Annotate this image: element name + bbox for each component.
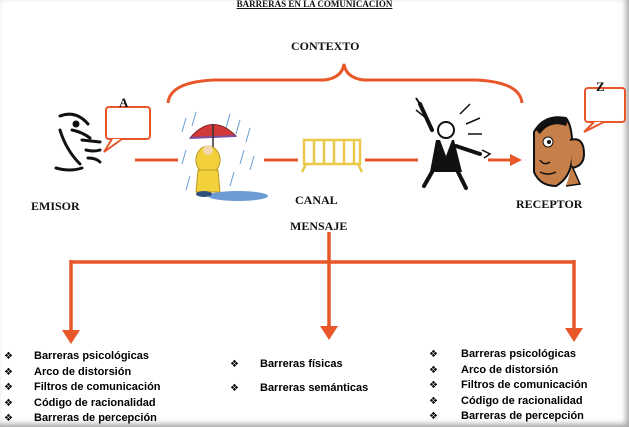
bullet-icon: ❖	[4, 366, 13, 378]
bullet-icon: ❖	[4, 413, 13, 424]
list-item-label: Barreras psicológicas	[34, 350, 149, 362]
speech-bubble-a-letter: A	[119, 95, 129, 110]
bullet-icon: ❖	[429, 364, 438, 376]
list-item-label: Código de racionalidad	[34, 396, 156, 409]
context-label: CONTEXTO	[291, 39, 360, 53]
context-brace	[166, 63, 524, 104]
listening-face-icon	[533, 116, 586, 188]
list-item-label: Filtros de comunicación	[34, 381, 161, 393]
list-item-label: Barreras semánticas	[260, 382, 369, 394]
list-item-label: Barreras físicas	[260, 358, 343, 370]
arrow-right	[565, 328, 583, 342]
list-item-label: Filtros de comunicación	[461, 379, 588, 391]
barrier-fence-icon	[300, 138, 364, 173]
rain-person-icon	[181, 111, 268, 201]
arrow-left	[62, 330, 80, 344]
list-item-label: Barreras de percepción	[461, 410, 584, 422]
bullet-icon: ❖	[4, 382, 13, 393]
list-item-label: Barreras psicológicas	[461, 348, 576, 360]
mensaje-label: MENSAJE	[290, 219, 348, 233]
bullet-icon: ❖	[429, 411, 438, 422]
list-item-label: Código de racionalidad	[461, 394, 583, 407]
receptor-label: RECEPTOR	[516, 197, 583, 211]
bullet-icon: ❖	[4, 351, 13, 362]
list-item-label: Arco de distorsión	[461, 363, 559, 376]
speech-bubble-a	[103, 106, 151, 153]
emisor-label: EMISOR	[31, 199, 80, 213]
list-item-label: Arco de distorsión	[34, 365, 132, 378]
noisy-man-icon	[415, 97, 492, 190]
page-title: BARRERAS EN LA COMUNICACIÓN	[236, 0, 393, 9]
speech-bubble-z	[583, 87, 626, 133]
list-item-label: Barreras de percepción	[34, 412, 157, 424]
communication-arrowhead	[510, 154, 522, 166]
speaking-face-icon	[54, 112, 102, 172]
bullet-icon: ❖	[4, 397, 13, 409]
canal-label: CANAL	[295, 193, 338, 207]
distribution-bracket	[69, 232, 576, 332]
bullet-icon: ❖	[230, 359, 239, 370]
bullet-icon: ❖	[429, 349, 438, 360]
arrow-middle	[320, 326, 338, 340]
bullet-icon: ❖	[429, 395, 438, 407]
speech-bubble-z-letter: Z	[596, 79, 605, 94]
bullet-icon: ❖	[429, 380, 438, 391]
bullet-icon: ❖	[230, 383, 239, 394]
